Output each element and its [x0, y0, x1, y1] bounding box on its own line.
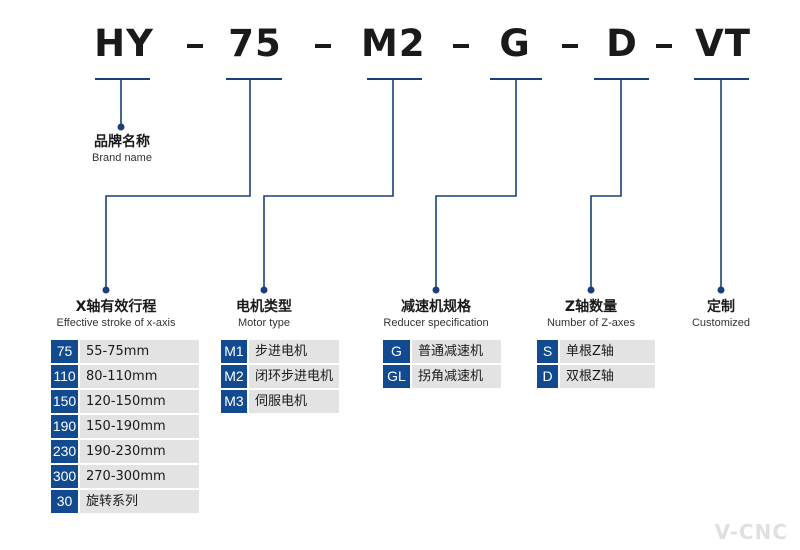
option-desc: 旋转系列	[80, 490, 199, 513]
code-underline	[594, 78, 649, 80]
category-zaxis-label: Z轴数量 Number of Z-axes	[536, 298, 646, 330]
code-dash	[562, 44, 578, 48]
connector-dot	[260, 286, 268, 294]
category-en: Motor type	[238, 317, 290, 329]
category-reducer-label: 减速机规格 Reducer specification	[376, 298, 496, 330]
watermark-logo: V-CNC	[714, 520, 788, 544]
category-zh: X轴有效行程	[75, 299, 157, 315]
option-code: G	[383, 340, 410, 363]
option-desc: 单根Z轴	[560, 340, 655, 363]
category-zh: 减速机规格	[401, 299, 471, 315]
brand-label-zh: 品牌名称	[94, 134, 150, 150]
code-part-custom: VT	[695, 22, 751, 65]
option-desc: 伺服电机	[249, 390, 339, 413]
category-en: Number of Z-axes	[546, 317, 636, 329]
code-dash	[187, 44, 203, 48]
option-desc: 120-150mm	[80, 390, 199, 413]
option-desc: 双根Z轴	[560, 365, 655, 388]
option-code: 190	[51, 415, 78, 438]
category-motor-label: 电机类型 Motor type	[214, 298, 314, 330]
option-desc: 190-230mm	[80, 440, 199, 463]
option-desc: 拐角减速机	[412, 365, 501, 388]
code-dash	[656, 44, 672, 48]
option-code: 150	[51, 390, 78, 413]
option-code: M2	[221, 365, 247, 388]
code-underline	[367, 78, 422, 80]
category-zh: 定制	[707, 299, 735, 315]
option-desc: 步进电机	[249, 340, 339, 363]
category-custom-label: 定制 Customized	[681, 298, 761, 330]
category-en: Effective stroke of x-axis	[56, 317, 176, 329]
code-underline	[490, 78, 542, 80]
connector-dot	[717, 286, 725, 294]
option-code: 75	[51, 340, 78, 363]
category-zh: 电机类型	[236, 299, 292, 315]
category-stroke-label: X轴有效行程 Effective stroke of x-axis	[36, 298, 196, 330]
option-code: D	[537, 365, 558, 388]
connector-motor	[263, 80, 394, 290]
option-code: 300	[51, 465, 78, 488]
code-part-zaxis: D	[606, 22, 638, 65]
option-code: M1	[221, 340, 247, 363]
code-part-brand: HY	[94, 22, 154, 65]
code-part-motor: M2	[361, 22, 426, 65]
category-en: Reducer specification	[383, 317, 489, 329]
option-desc: 55-75mm	[80, 340, 199, 363]
connector-stroke	[105, 80, 251, 290]
category-en: Customized	[691, 317, 751, 329]
connector-zaxis	[590, 80, 622, 290]
option-desc: 闭环步进电机	[249, 365, 339, 388]
option-desc: 80-110mm	[80, 365, 199, 388]
option-code: GL	[383, 365, 410, 388]
connector-dot	[587, 286, 595, 294]
connector-dot	[432, 286, 440, 294]
option-code: 30	[51, 490, 78, 513]
code-underline	[95, 78, 150, 80]
connector-dot	[117, 123, 125, 131]
brand-label: 品牌名称 Brand name	[72, 133, 172, 165]
option-code: S	[537, 340, 558, 363]
category-zh: Z轴数量	[564, 299, 618, 315]
code-part-reducer: G	[499, 22, 531, 65]
code-part-stroke: 75	[228, 22, 282, 65]
option-desc: 普通减速机	[412, 340, 501, 363]
option-code: 110	[51, 365, 78, 388]
code-dash	[453, 44, 469, 48]
option-desc: 150-190mm	[80, 415, 199, 438]
connector-reducer	[435, 80, 517, 290]
brand-label-en: Brand name	[92, 152, 152, 164]
code-underline	[694, 78, 749, 80]
option-code: 230	[51, 440, 78, 463]
option-code: M3	[221, 390, 247, 413]
code-dash	[315, 44, 331, 48]
option-desc: 270-300mm	[80, 465, 199, 488]
connector-dot	[102, 286, 110, 294]
code-underline	[226, 78, 282, 80]
